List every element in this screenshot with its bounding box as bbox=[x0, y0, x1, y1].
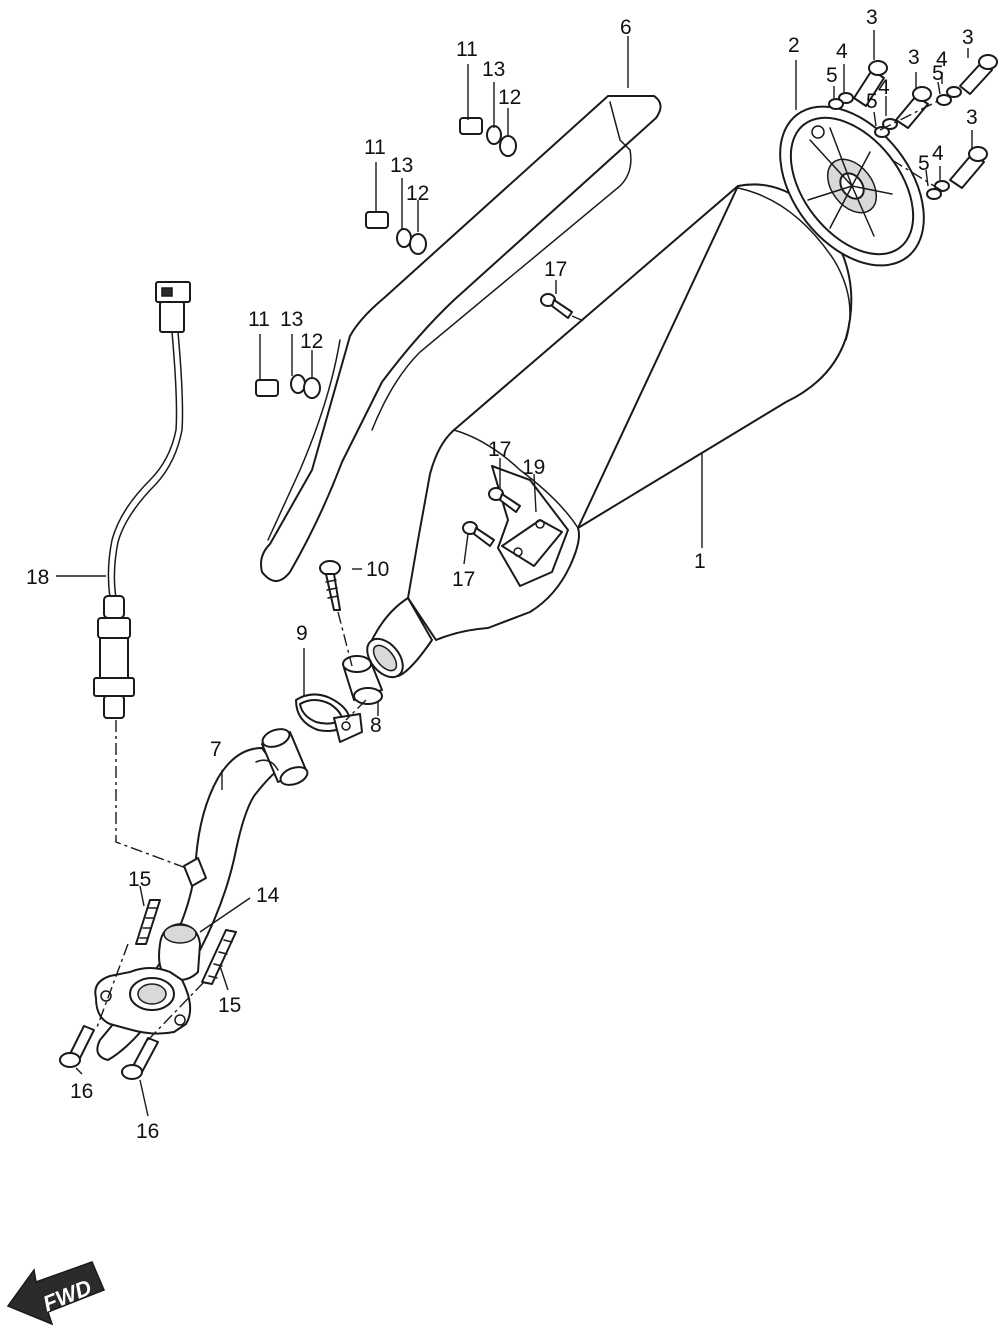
exhaust-clamp bbox=[295, 693, 363, 743]
callout-6: 6 bbox=[620, 16, 632, 39]
callout-4c: 4 bbox=[936, 48, 948, 71]
callout-9: 9 bbox=[296, 622, 308, 645]
callout-13c: 13 bbox=[280, 308, 303, 331]
cap-screw-c bbox=[936, 54, 998, 106]
oxygen-sensor bbox=[93, 281, 191, 719]
cap-screw-d bbox=[926, 146, 988, 200]
callout-5b: 5 bbox=[866, 90, 878, 113]
callout-11c: 11 bbox=[248, 308, 270, 331]
callout-12a: 12 bbox=[498, 86, 521, 109]
callout-5a: 5 bbox=[826, 64, 838, 87]
alignment-lines bbox=[95, 99, 945, 1041]
callout-8: 8 bbox=[370, 714, 382, 737]
callout-7: 7 bbox=[210, 738, 222, 761]
callout-2: 2 bbox=[788, 34, 800, 57]
exhaust-pipe bbox=[96, 728, 309, 1061]
callout-3c: 3 bbox=[962, 26, 974, 49]
callout-13a: 13 bbox=[482, 58, 505, 81]
muffler bbox=[366, 183, 853, 679]
cap-screw-a bbox=[828, 60, 888, 110]
cap-screws bbox=[828, 54, 998, 200]
mounting-bracket bbox=[491, 465, 569, 587]
leader-lines bbox=[56, 30, 973, 1117]
callout-12b: 12 bbox=[406, 182, 429, 205]
callout-10: 10 bbox=[366, 558, 389, 581]
callout-16b: 16 bbox=[136, 1120, 159, 1143]
bolt-17-low bbox=[462, 521, 495, 547]
shield-bolts bbox=[255, 117, 517, 399]
studs bbox=[135, 899, 237, 985]
callout-4b: 4 bbox=[878, 76, 890, 99]
callout-13b: 13 bbox=[390, 154, 413, 177]
callout-14: 14 bbox=[256, 884, 280, 907]
callout-labels: 1 2 3 3 3 3 4 4 4 4 5 5 5 5 6 7 8 9 10 1… bbox=[26, 6, 978, 1143]
exhaust-flange bbox=[94, 967, 192, 1035]
bolt-17-top bbox=[540, 293, 573, 319]
callout-3d: 3 bbox=[966, 106, 978, 129]
callout-17a: 17 bbox=[544, 258, 567, 281]
fwd-arrow: FWD bbox=[6, 1261, 105, 1326]
bracket-bolts bbox=[462, 293, 573, 547]
cap-screw-b bbox=[874, 86, 932, 138]
callout-11a: 11 bbox=[456, 38, 478, 61]
callout-17b: 17 bbox=[488, 438, 511, 461]
heat-shield bbox=[260, 95, 662, 582]
callout-17c: 17 bbox=[452, 568, 475, 591]
callout-5c: 5 bbox=[932, 62, 944, 85]
callout-19: 19 bbox=[522, 456, 545, 479]
callout-16a: 16 bbox=[70, 1080, 93, 1103]
callout-12c: 12 bbox=[300, 330, 323, 353]
callout-1: 1 bbox=[694, 550, 706, 573]
callout-11b: 11 bbox=[364, 136, 386, 159]
bolt-17-mid bbox=[488, 487, 521, 513]
callout-3b: 3 bbox=[908, 46, 920, 69]
callout-18: 18 bbox=[26, 566, 49, 589]
end-cap bbox=[779, 105, 925, 267]
clamp-bolt bbox=[319, 560, 341, 611]
flange-bolts bbox=[59, 1025, 159, 1080]
callout-3a: 3 bbox=[866, 6, 878, 29]
shield-bolt-mid bbox=[365, 211, 427, 255]
shield-bolt-top bbox=[459, 117, 517, 157]
callout-4a: 4 bbox=[836, 40, 848, 63]
shield-bolt-low bbox=[255, 374, 321, 399]
callout-5d: 5 bbox=[918, 152, 930, 175]
callout-4d: 4 bbox=[932, 142, 944, 165]
callout-15b: 15 bbox=[218, 994, 241, 1017]
callout-15a: 15 bbox=[128, 868, 151, 891]
